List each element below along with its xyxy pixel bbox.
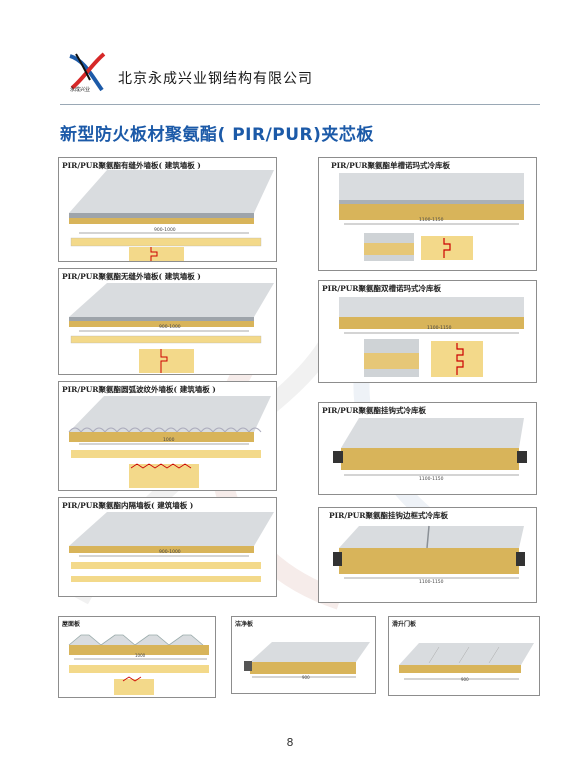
panel-illustration [68,634,209,695]
page-headline: 新型防火板材聚氨酯( PIR/PUR)夹芯板 [60,125,374,145]
product-card-bottom-3: 滑升门板 900 [388,616,540,696]
product-caption: PIR/PUR聚氨酯挂钩式冷库板 [322,406,427,415]
product-caption: PIR/PUR聚氨酯双槽诺玛式冷库板 [322,284,442,293]
panel-illustration [69,512,274,582]
product-card-bottom-1: 屋面板 1000 [58,616,216,698]
dimension-label: 1000 [163,438,175,443]
company-logo [69,52,106,92]
dimension-label: 900 [302,675,310,680]
page-number: 8 [286,736,294,749]
product-caption: PIR/PUR聚氨酯挂钩边框式冷库板 [329,511,449,520]
panel-illustration [69,283,274,373]
dimension-label: 900-1000 [159,550,181,555]
dimension-label: 1000 [135,653,146,658]
panel-illustration [333,418,527,476]
product-card-right-3: PIR/PUR聚氨酯挂钩式冷库板 1100-1150 [318,402,537,495]
dimension-label: 1100-1150 [419,477,444,482]
product-card-left-3: PIR/PUR聚氨酯圆弧波纹外墙板( 建筑墙板 ) 1000 [58,381,277,491]
product-card-right-1: PIR/PUR聚氨酯单槽诺玛式冷库板 1100-1150 [318,157,537,271]
product-caption: PIR/PUR聚氨酯单槽诺玛式冷库板 [331,161,451,170]
product-caption: PIR/PUR聚氨酯内隔墙板( 建筑墙板 ) [62,501,194,510]
panel-illustration [244,642,370,678]
dimension-label: 1100-1150 [419,218,444,223]
dimension-label: 1100-1150 [427,326,452,331]
product-caption: PIR/PUR聚氨酯圆弧波纹外墙板( 建筑墙板 ) [62,385,216,394]
product-caption: PIR/PUR聚氨酯有缝外墙板( 建筑墙板 ) [62,161,201,170]
product-caption: PIR/PUR聚氨酯无缝外墙板( 建筑墙板 ) [62,272,201,281]
dimension-label: 900-1000 [154,228,176,233]
product-card-left-4: PIR/PUR聚氨酯内隔墙板( 建筑墙板 ) 900-1000 [58,497,277,597]
panel-illustration [399,643,534,680]
panel-illustration [339,173,524,261]
product-caption: 屋面板 [62,621,81,628]
panel-illustration [69,170,274,261]
dimension-label: 900 [461,677,469,682]
dimension-label: 900-1000 [159,325,181,330]
product-card-bottom-2: 洁净板 900 [231,616,376,694]
logo-text: 永成兴业 [70,87,91,93]
product-caption: 洁净板 [235,621,254,628]
header-divider [60,104,540,105]
company-name: 北京永成兴业钢结构有限公司 [118,71,313,87]
product-card-left-1: PIR/PUR聚氨酯有缝外墙板( 建筑墙板 ) 900-1000 [58,157,277,262]
panel-illustration [333,525,525,579]
dimension-label: 1100-1150 [419,580,444,585]
product-card-right-2: PIR/PUR聚氨酯双槽诺玛式冷库板 1100-1150 [318,280,537,383]
panel-illustration [68,396,271,488]
product-card-right-4: PIR/PUR聚氨酯挂钩边框式冷库板 1100-1150 [318,507,537,603]
product-card-left-2: PIR/PUR聚氨酯无缝外墙板( 建筑墙板 ) 900-1000 [58,268,277,375]
panel-illustration [339,297,524,377]
product-caption: 滑升门板 [392,621,417,628]
